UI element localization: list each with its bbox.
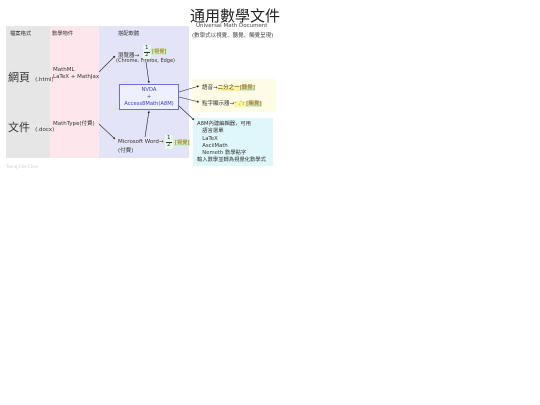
browser-fraction-num: 1 (144, 45, 150, 53)
tool-docx: MathType(付費) (53, 121, 95, 128)
diagram-title: 通用數學文件 (190, 7, 281, 25)
format-html-ext: (.html) (35, 77, 54, 83)
braille-value: ⠂⠌⠆ (234, 101, 247, 107)
braille-tag: [觸覺] (246, 101, 262, 107)
browser-visual-tag: [視覺] (151, 48, 168, 55)
browser-fraction: 1 2 (143, 45, 151, 59)
tool-column (50, 26, 99, 158)
nvda-line: NVDA (141, 87, 157, 93)
a8m-line: 輸入數學並轉為視覺化數學式 (197, 157, 266, 164)
browser-sub: (Chrome, Firefox, Edge) (116, 58, 176, 64)
word-fraction: 1 2 (165, 135, 173, 149)
tool-html-line: LaTeX + MathJax (53, 74, 100, 80)
tool-html-line: MathML (53, 67, 75, 73)
browser-fraction-den: 2 (145, 51, 149, 58)
a8m-editor-box: A8M內建編輯器，可用 語言選單 LaTeX AsciiMath Nemeth … (193, 118, 273, 166)
word-sub: (付費) (118, 148, 134, 154)
a8m-line: LaTeX (197, 135, 218, 142)
header-format: 檔案格式 (10, 31, 32, 37)
speech-value: 二分之一 (217, 85, 240, 91)
word-visual-tag: [視覺] (174, 139, 191, 146)
header-tool: 數學物件 (52, 31, 74, 37)
speech-label: 語音→ (202, 85, 218, 91)
format-docx: 文件 (.docx) (8, 116, 54, 135)
nvda-line: Access8Math(A8M) (124, 101, 174, 107)
tool-html: MathML LaTeX + MathJax (53, 67, 99, 81)
format-html-label: 網頁 (8, 71, 30, 84)
speech-output: 語音→二分之一[聽覺] (202, 83, 255, 91)
format-column (6, 26, 50, 158)
output-box (192, 79, 276, 112)
header-assistive: 搭配軟體 (118, 31, 140, 37)
speech-tag: [聽覺] (239, 85, 255, 91)
word-fraction-num: 1 (166, 135, 172, 143)
a8m-line: AsciiMath (197, 142, 228, 149)
a8m-line: Nemeth 數學點字 (197, 150, 247, 157)
a8m-line: A8M內建編輯器，可用 (197, 121, 251, 127)
braille-output: 點字顯示器→⠂⠌⠆[觸覺] (202, 99, 262, 107)
word-fraction-den: 2 (167, 141, 171, 148)
format-docx-label: 文件 (8, 121, 30, 134)
diagram-subnote: (數學式以視覺、聽覺、觸覺呈現) (192, 33, 274, 39)
nvda-box: NVDA + Access8Math(A8M) (119, 84, 179, 110)
braille-label: 點字顯示器→ (202, 101, 235, 107)
nvda-line: + (146, 94, 152, 100)
tool-docx-line: MathType(付費) (53, 121, 95, 127)
credit: Tseng-Che Chen (6, 164, 39, 169)
diagram-subtitle: Universal Math Document (196, 23, 268, 29)
word-label: Microsoft Word→ (118, 139, 164, 145)
format-html: 網頁 (.html) (8, 66, 54, 85)
a8m-line: 語言選單 (197, 128, 224, 135)
browser-label: 瀏覽器→ (118, 53, 140, 59)
format-docx-ext: (.docx) (35, 127, 55, 133)
